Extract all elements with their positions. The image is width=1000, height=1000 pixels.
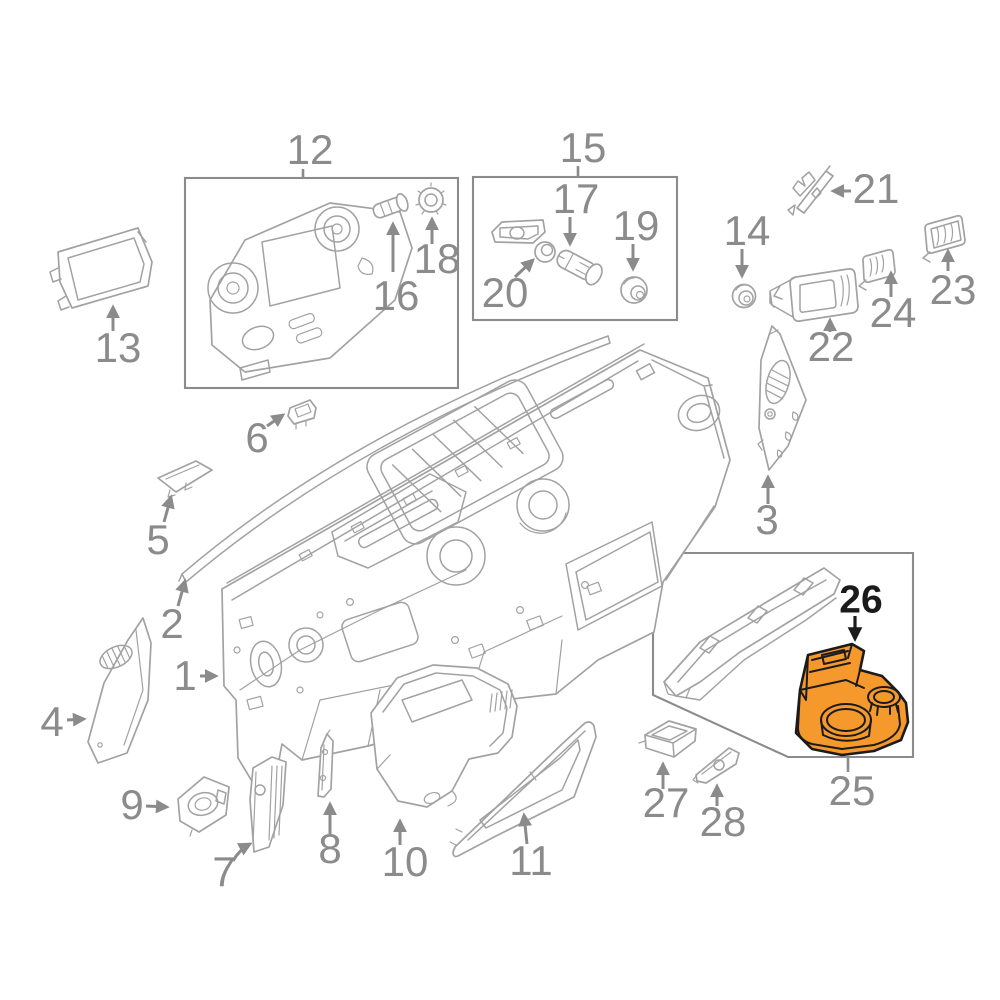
callout-7: 7 <box>212 848 236 895</box>
callout-2: 2 <box>160 600 184 647</box>
callout-1: 1 <box>173 652 197 699</box>
callout-24: 24 <box>869 289 917 336</box>
part-16-retainer <box>372 193 409 219</box>
part-1-instrument-panel <box>221 343 731 789</box>
part-2-trim-strip <box>178 335 611 583</box>
callout-9: 9 <box>120 781 144 828</box>
part-4-cowl-panel <box>87 617 152 764</box>
callout-20: 20 <box>481 269 529 316</box>
callout-10: 10 <box>381 838 429 885</box>
callout-12: 12 <box>286 126 334 173</box>
callout-13: 13 <box>94 324 142 371</box>
callout-16: 16 <box>372 272 420 319</box>
part-5-trim <box>157 460 213 498</box>
callout-19: 19 <box>612 202 660 249</box>
callout-2-arrow <box>175 578 189 607</box>
callout-14: 14 <box>723 207 771 254</box>
callout-7-arrow <box>231 842 253 862</box>
callout-5: 5 <box>146 516 170 563</box>
callout-4: 4 <box>40 698 64 745</box>
box-15-frame <box>471 166 679 322</box>
callout-6: 6 <box>245 414 269 461</box>
box-12-frame <box>183 169 460 390</box>
part-12-center-bezel <box>207 202 413 381</box>
part-25-console-bracket <box>663 567 841 701</box>
callout-26: 26 <box>839 578 883 622</box>
part-23-vent <box>922 214 966 263</box>
part-21-bracket <box>787 165 834 216</box>
callout-9-arrow <box>145 799 170 814</box>
part-14-grommet <box>731 283 757 309</box>
part-13-module <box>49 227 153 311</box>
part-19-grommet <box>620 276 648 304</box>
callout-15: 15 <box>559 124 607 171</box>
part-18-knob <box>415 182 447 215</box>
callout-22: 22 <box>807 323 855 370</box>
part-9-bracket <box>177 776 230 837</box>
part-6-clip <box>287 399 317 430</box>
part-8-support <box>317 729 334 798</box>
callout-20-arrow <box>513 258 536 279</box>
part-10-column-cover <box>370 664 518 808</box>
callout-11: 11 <box>509 837 553 884</box>
part-17-lock-cylinder <box>556 249 603 286</box>
callout-21: 21 <box>852 165 900 212</box>
callout-4-arrow <box>66 712 87 727</box>
part-7-side-trim <box>249 756 287 853</box>
callout-18: 18 <box>413 235 461 282</box>
callout-5-arrow <box>161 494 175 523</box>
part-26-cup-holder-highlighted <box>794 642 910 757</box>
callout-arrows <box>66 184 955 862</box>
callout-27: 27 <box>642 779 690 826</box>
part-11-lower-panel <box>449 721 597 858</box>
part-22-vent-housing <box>769 268 859 322</box>
callout-6-arrow <box>266 413 286 428</box>
callout-28: 28 <box>699 798 747 845</box>
callout-23: 23 <box>929 266 977 313</box>
part-27-tray <box>638 720 697 758</box>
callout-17: 17 <box>552 175 600 222</box>
callout-3: 3 <box>755 496 779 543</box>
box-25-frame <box>651 551 915 772</box>
callout-8: 8 <box>318 825 342 872</box>
callout-25: 25 <box>828 767 876 814</box>
part-15-lock-bezel <box>491 219 546 244</box>
part-3-end-panel <box>757 325 807 471</box>
part-20-ring <box>534 241 556 263</box>
part-28-latch-bracket <box>692 747 740 784</box>
callout-11-arrow <box>518 812 532 845</box>
